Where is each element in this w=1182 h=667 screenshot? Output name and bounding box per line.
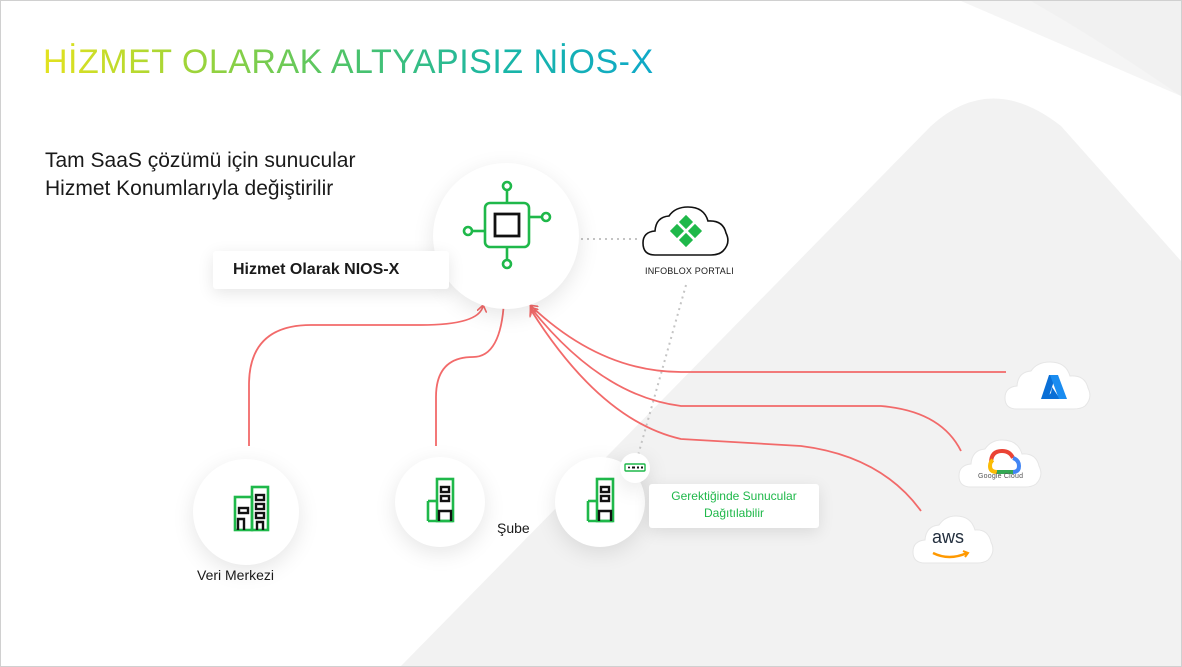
- building-icon: [426, 477, 455, 523]
- nios-x-label: Hizmet Olarak NIOS-X: [233, 261, 400, 278]
- datacenter-label: Veri Merkezi: [197, 567, 275, 583]
- aws-arrow: [531, 310, 922, 512]
- portal-to-server-dotted-link: [636, 284, 687, 460]
- google-arrow: [531, 308, 962, 452]
- branch-label: Şube: [497, 520, 530, 536]
- azure-arrow: [531, 306, 1006, 373]
- azure-icon: [1004, 361, 1091, 410]
- page-title: HİZMET OLARAK ALTYAPISIZ NİOS-X: [43, 43, 654, 81]
- datacenter-arrow: [248, 306, 483, 446]
- ondemand-label: Gerektiğinde Sunucular Dağıtılabilir: [671, 489, 797, 520]
- google-cloud-icon: [958, 439, 1042, 488]
- datacenter-node: [193, 459, 299, 565]
- infoblox-portal-label: INFOBLOX PORTALI: [645, 266, 734, 276]
- nios-x-node: [433, 163, 579, 309]
- building-icon: [233, 485, 270, 532]
- subtitle-line-1: Tam SaaS çözümü için sunucular: [45, 149, 356, 172]
- infoblox-cloud-icon: [642, 206, 729, 256]
- subtitle: Tam SaaS çözümü için sunucular Hizmet Ko…: [45, 147, 355, 203]
- ondemand-node: [555, 457, 645, 547]
- server-device-icon: [624, 463, 646, 472]
- ondemand-label-box: Gerektiğinde Sunucular Dağıtılabilir: [649, 484, 819, 528]
- building-icon: [586, 477, 615, 523]
- branch-node: [395, 457, 485, 547]
- chip-icon: [462, 180, 552, 270]
- aws-label: aws: [932, 527, 965, 547]
- aws-icon: [912, 515, 994, 564]
- subtitle-line-2: Hizmet Konumlarıyla değiştirilir: [45, 177, 334, 200]
- branch-arrow: [435, 301, 504, 446]
- google-cloud-label: Google Cloud: [978, 473, 1024, 480]
- server-device-node: [620, 453, 650, 483]
- nios-x-label-box: Hizmet Olarak NIOS-X: [213, 251, 449, 289]
